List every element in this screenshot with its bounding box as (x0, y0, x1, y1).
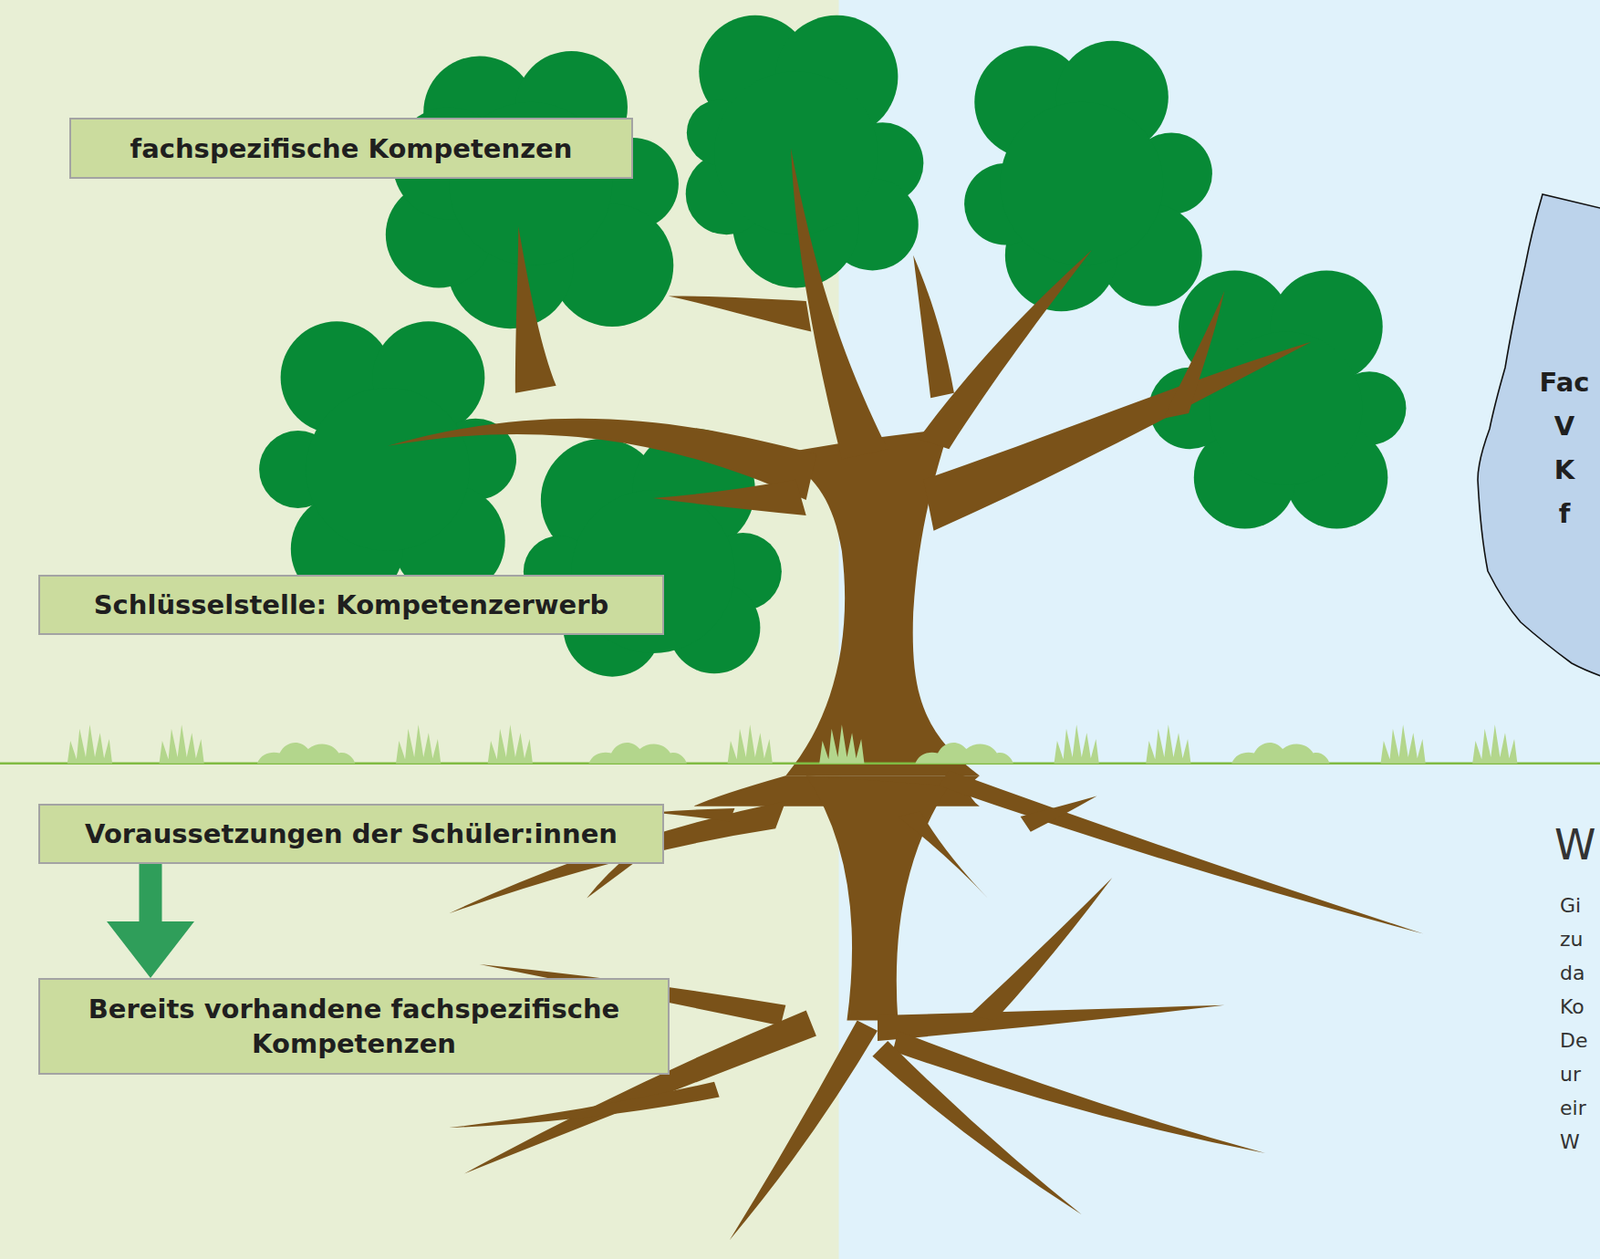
note-outline (1475, 187, 1600, 685)
section-heading: W (1554, 819, 1596, 871)
grass-part (257, 742, 355, 764)
node-text: Bereits vorhandene fachspezifische Kompe… (52, 991, 655, 1061)
roots-part (872, 1040, 1081, 1215)
grass (67, 724, 1518, 764)
roots-part (877, 1005, 1225, 1041)
grass-part (488, 724, 533, 764)
grass-part (588, 742, 686, 764)
trunk-and-branches-part (1163, 290, 1225, 419)
roots-part (897, 810, 988, 898)
trunk-and-branches (387, 147, 1311, 776)
grass-part (67, 724, 113, 764)
foliage-part (306, 387, 470, 551)
background-part (0, 0, 840, 1259)
roots-part (464, 1009, 817, 1174)
grass-part (1380, 724, 1425, 764)
roots-part (479, 964, 787, 1026)
grass-part (1054, 724, 1100, 764)
grass-part (914, 742, 1013, 764)
roots (448, 770, 1424, 1241)
grass-part (819, 724, 864, 764)
grass-part (159, 724, 205, 764)
node-text: fachspezifische Kompetenzen (130, 131, 573, 167)
roots-part (969, 877, 1113, 1021)
foliage-part (999, 102, 1164, 266)
foliage-part (448, 102, 613, 266)
roots-part (729, 1020, 878, 1241)
ground-line (0, 761, 1600, 765)
trunk-and-branches-part (668, 295, 812, 332)
roots-part (586, 846, 655, 898)
node-text: Voraussetzungen der Schüler:innen (84, 816, 618, 852)
note-outline-path (1477, 194, 1600, 677)
foliage (259, 15, 1406, 677)
foliage-part (571, 489, 735, 654)
trunk-and-branches-part (653, 479, 807, 516)
trunk-and-branches-part (913, 255, 955, 399)
grass-part (395, 724, 441, 764)
roots-part (893, 1030, 1266, 1154)
grass-part (727, 724, 773, 764)
green-label-box: Voraussetzungen der Schüler:innen (38, 803, 665, 864)
blue-note-shape: Fac V K f (1475, 187, 1600, 685)
roots-part (938, 770, 1424, 935)
background-part (839, 0, 1600, 1259)
node-text: Fac V K f (1528, 360, 1600, 536)
trunk-and-branches-part (515, 226, 557, 393)
body-text: Gi zu da Ko De ur eir W (1559, 888, 1600, 1159)
grass-part (1231, 742, 1330, 764)
roots-part (1020, 796, 1098, 832)
green-label-box: Bereits vorhandene fachspezifische Kompe… (38, 977, 670, 1075)
roots-part (806, 775, 950, 1020)
trunk-and-branches-part (923, 342, 1311, 531)
roots-part (448, 1081, 719, 1128)
roots-part (448, 800, 786, 914)
green-label-box: Schlüsselstelle: Kompetenzerwerb (38, 574, 665, 635)
green-label-box: fachspezifische Kompetenzen (69, 117, 634, 179)
node-text: Schlüsselstelle: Kompetenzerwerb (93, 587, 610, 623)
roots-part (653, 808, 735, 822)
grass-part (1145, 724, 1191, 764)
down-arrow (106, 863, 195, 978)
grass-part (1472, 724, 1517, 764)
